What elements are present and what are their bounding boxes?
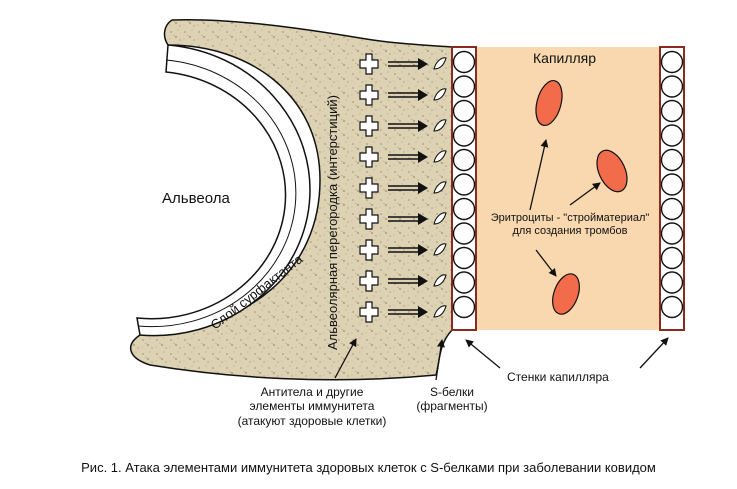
pointer-arrow: [465, 339, 501, 369]
antibodies-label: Антитела и другие элементы иммунитета (а…: [212, 385, 412, 428]
attack-arrowhead: [418, 275, 428, 287]
wall-cell: [452, 173, 476, 196]
wall-cell: [452, 295, 476, 319]
antibodies-label-line2: элементы иммунитета: [249, 399, 375, 414]
wall-cell: [452, 148, 476, 172]
pointer-arrow: [535, 249, 557, 277]
immune-element-icon: [359, 53, 379, 75]
wall-cell: [660, 50, 684, 74]
immune-element-icon: [359, 239, 379, 261]
wall-cell: [452, 75, 476, 98]
wall-cell: [660, 295, 684, 319]
wall-cell: [660, 99, 684, 123]
wall-cell: [660, 148, 684, 172]
immune-element-icon: [359, 146, 379, 168]
alveola-label: Альвеола: [162, 190, 230, 207]
wall-cell: [660, 222, 684, 245]
pointer-arrow: [529, 139, 549, 211]
s-protein-fragment: [433, 243, 447, 256]
figure-caption: Рис. 1. Атака элементами иммунитета здор…: [81, 460, 656, 475]
wall-cell: [452, 246, 476, 270]
immune-element-icon: [359, 84, 379, 106]
wall-cell: [452, 50, 476, 74]
attack-arrowhead: [418, 244, 428, 256]
pointer-arrow: [569, 182, 601, 206]
s-protein-fragment: [433, 57, 447, 70]
septum-label: Альвеолярная перегородка (интерстиций): [325, 95, 340, 350]
pointer-arrow: [639, 337, 669, 369]
erythrocytes-label: Эритроциты - "стройматериал" для создани…: [480, 212, 660, 238]
attack-arrowhead: [418, 182, 428, 194]
attack-arrowhead: [418, 120, 428, 132]
antibodies-label-line1: Антитела и другие: [260, 385, 364, 399]
surfactant-layer: [136, 44, 311, 337]
wall-cell: [452, 271, 476, 294]
wall-cell: [660, 246, 684, 270]
s-protein-fragment: [433, 150, 447, 163]
capillary-label: Капилляр: [533, 50, 597, 66]
erythrocyte: [596, 149, 628, 193]
s-proteins-label-line1: S-белки: [430, 385, 474, 399]
s-protein-fragment: [433, 119, 447, 132]
capillary-wall-cells-right: [660, 50, 684, 319]
immune-element-icon: [359, 208, 379, 230]
erythrocytes-label-line1: Эритроциты - "стройматериал": [490, 212, 650, 224]
immune-element-icon: [359, 270, 379, 292]
erythrocytes-label-line2: для создания тромбов: [512, 225, 628, 238]
wall-cell: [452, 197, 476, 221]
s-proteins-label-line2: (фрагменты): [416, 399, 488, 414]
wall-cell: [660, 124, 684, 147]
s-protein-fragment: [433, 212, 447, 225]
attack-arrowhead: [418, 306, 428, 318]
wall-cell: [660, 271, 684, 294]
attack-arrowhead: [418, 151, 428, 163]
s-proteins-label: S-белки (фрагменты): [402, 385, 502, 414]
pointer-arrow: [435, 339, 445, 381]
attack-arrowhead: [418, 58, 428, 70]
immune-element-icon: [359, 177, 379, 199]
capillary-walls-label: Стенки капилляра: [507, 370, 609, 384]
immune-attack-rows: [359, 53, 447, 323]
wall-cell: [660, 197, 684, 221]
immune-element-icon: [359, 301, 379, 323]
attack-arrowhead: [418, 213, 428, 225]
antibodies-label-line3: (атакуют здоровые клетки): [237, 413, 387, 428]
wall-cell: [452, 124, 476, 147]
wall-cell: [660, 75, 684, 98]
pointer-arrow: [334, 338, 357, 379]
attack-arrowhead: [418, 89, 428, 101]
wall-cell: [660, 173, 684, 196]
wall-cell: [452, 99, 476, 123]
erythrocyte: [552, 273, 580, 315]
s-protein-fragment: [433, 274, 447, 287]
s-protein-fragment: [433, 88, 447, 101]
capillary-wall-cells-left: [452, 50, 476, 319]
s-protein-fragment: [433, 181, 447, 194]
erythrocyte: [535, 79, 563, 127]
wall-cell: [452, 222, 476, 245]
s-protein-fragment: [433, 305, 447, 318]
immune-element-icon: [359, 115, 379, 137]
